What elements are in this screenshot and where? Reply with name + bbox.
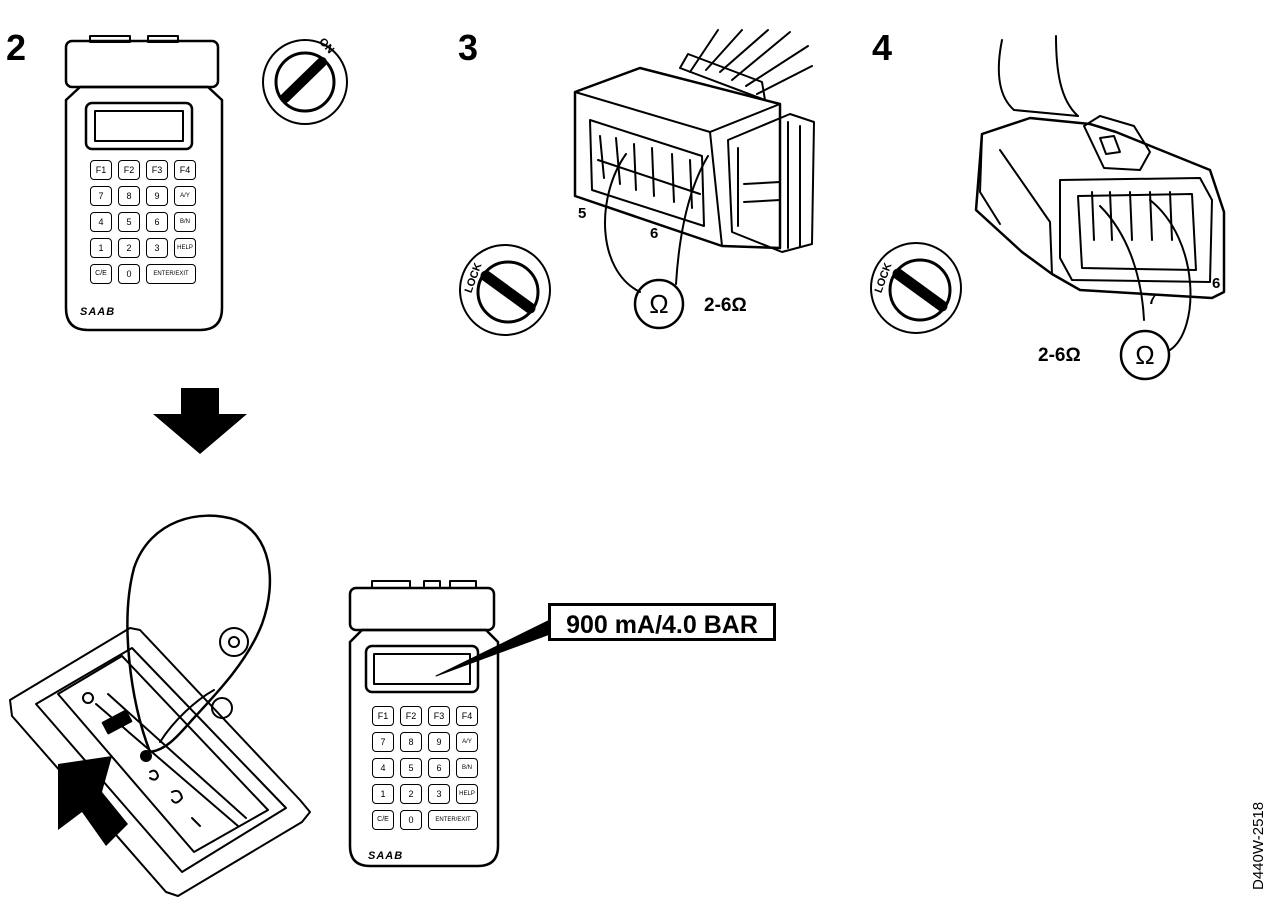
key-a-y: A/Y bbox=[456, 732, 478, 752]
key-2: 2 bbox=[118, 238, 140, 258]
tester-device-bottom bbox=[348, 580, 551, 868]
key-c-e: C/E bbox=[90, 264, 112, 284]
key-f4: F4 bbox=[456, 706, 478, 726]
key-enter-exit: ENTER/EXIT bbox=[146, 264, 196, 284]
ignition-lock-icon-step3 bbox=[459, 244, 551, 336]
connector-step4 bbox=[974, 35, 1226, 381]
pin-label-6-step4: 6 bbox=[1212, 275, 1221, 292]
key-8: 8 bbox=[118, 186, 140, 206]
key-enter-exit: ENTER/EXIT bbox=[428, 810, 478, 830]
key-f2: F2 bbox=[400, 706, 422, 726]
key-f1: F1 bbox=[372, 706, 394, 726]
key-f3: F3 bbox=[146, 160, 168, 180]
resistance-spec-step4: 2-6Ω bbox=[1038, 345, 1081, 366]
connector-step3 bbox=[573, 29, 815, 330]
step-number-3: 3 bbox=[458, 27, 479, 68]
ohmmeter-symbol-step4: Ω bbox=[1135, 340, 1155, 370]
gear-selector bbox=[9, 514, 311, 897]
pin-label-5: 5 bbox=[578, 205, 587, 222]
key-8: 8 bbox=[400, 732, 422, 752]
key-f3: F3 bbox=[428, 706, 450, 726]
key-3: 3 bbox=[428, 784, 450, 804]
key-9: 9 bbox=[428, 732, 450, 752]
key-5: 5 bbox=[400, 758, 422, 778]
key-5: 5 bbox=[118, 212, 140, 232]
tester-brand-bottom: SAAB bbox=[368, 850, 404, 862]
resistance-spec-step3: 2-6Ω bbox=[704, 295, 747, 316]
ohmmeter-symbol-step3: Ω bbox=[649, 289, 669, 319]
down-arrow-icon bbox=[153, 388, 247, 454]
step-number-2: 2 bbox=[6, 27, 27, 68]
key-help: HELP bbox=[174, 238, 196, 258]
key-7: 7 bbox=[372, 732, 394, 752]
key-6: 6 bbox=[428, 758, 450, 778]
key-3: 3 bbox=[146, 238, 168, 258]
ignition-on-icon bbox=[262, 39, 348, 125]
key-f2: F2 bbox=[118, 160, 140, 180]
pin-label-7: 7 bbox=[1148, 291, 1157, 308]
key-7: 7 bbox=[90, 186, 112, 206]
key-help: HELP bbox=[456, 784, 478, 804]
key-c-e: C/E bbox=[372, 810, 394, 830]
tester-keypad-top: F1 F2 F3 F4 7 8 9 A/Y 4 5 6 B/N 1 2 3 HE… bbox=[90, 160, 200, 290]
tester-device-top bbox=[64, 35, 224, 332]
tester-brand-top: SAAB bbox=[80, 306, 116, 318]
key-6: 6 bbox=[146, 212, 168, 232]
key-a-y: A/Y bbox=[174, 186, 196, 206]
key-1: 1 bbox=[372, 784, 394, 804]
key-0: 0 bbox=[400, 810, 422, 830]
step-number-4: 4 bbox=[872, 27, 893, 68]
pin-label-6-step3: 6 bbox=[650, 225, 659, 242]
key-4: 4 bbox=[372, 758, 394, 778]
key-f1: F1 bbox=[90, 160, 112, 180]
key-2: 2 bbox=[400, 784, 422, 804]
tester-readout-callout: 900 mA/4.0 BAR bbox=[548, 603, 776, 641]
key-1: 1 bbox=[90, 238, 112, 258]
key-9: 9 bbox=[146, 186, 168, 206]
key-b-n: B/N bbox=[456, 758, 478, 778]
key-b-n: B/N bbox=[174, 212, 196, 232]
key-f4: F4 bbox=[174, 160, 196, 180]
figure-code: D440W-2518 bbox=[1250, 801, 1267, 890]
key-0: 0 bbox=[118, 264, 140, 284]
ignition-lock-icon-step4 bbox=[870, 242, 962, 334]
key-4: 4 bbox=[90, 212, 112, 232]
tester-keypad-bottom: F1 F2 F3 F4 7 8 9 A/Y 4 5 6 B/N 1 2 3 HE… bbox=[372, 706, 482, 836]
